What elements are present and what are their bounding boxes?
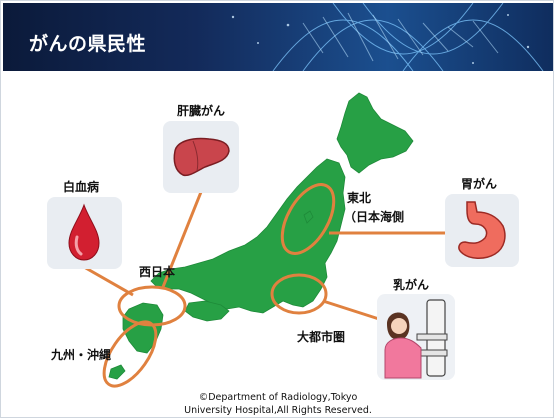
copyright-line-1: ©Department of Radiology,Tokyo [198,392,358,403]
line-blood [83,265,134,297]
hokkaido-region [336,92,414,174]
line-breast [322,299,380,321]
kyushu-region [122,302,164,354]
label-stomach: 胃がん [461,177,498,191]
line-liver [161,191,203,288]
stomach-card [445,194,519,267]
okinawa-region [108,364,126,380]
header-banner: がんの県民性 [3,3,553,71]
liver-icon [173,137,230,177]
ring-kyushu [102,320,158,388]
label-nishinihon: 西日本 [139,265,176,279]
blood-drop-icon [68,203,100,261]
label-metro: 大都市圏 [297,330,346,344]
ring-metro [270,273,328,315]
label-blood: 白血病 [63,180,100,194]
breast-card [377,294,455,380]
stomach-icon [458,201,506,259]
label-tohoku-2: （日本海側 [344,210,405,224]
sado-island [303,210,314,224]
label-breast: 乳がん [393,278,430,292]
label-kyushu: 九州・沖縄 [51,348,112,362]
label-liver: 肝臓がん [177,104,226,118]
ring-tohoku [280,183,336,255]
dna-helix-graphic [231,3,544,71]
page-title: がんの県民性 [29,33,147,55]
liver-card [163,121,239,193]
shikoku-region [184,300,230,322]
copyright-line-2: University Hospital,All Rights Reserved. [184,405,372,416]
blood-card [47,197,122,269]
label-tohoku-1: 東北 [347,191,372,205]
mammography-icon [384,299,448,379]
